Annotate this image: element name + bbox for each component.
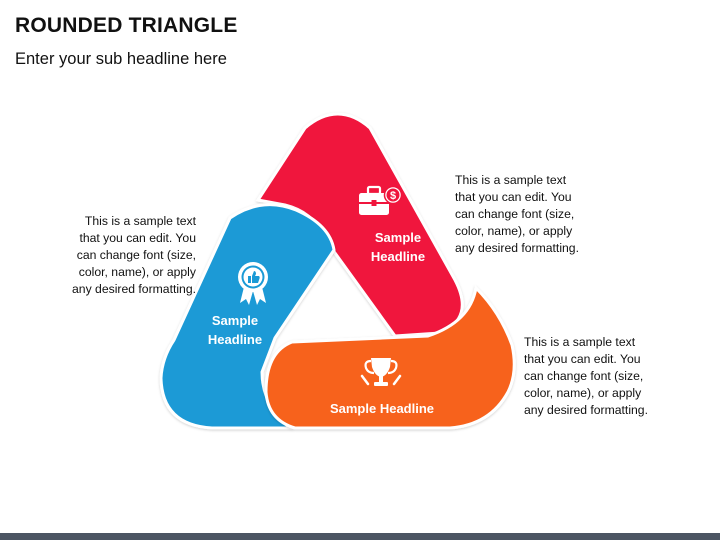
description-line: any desired formatting. bbox=[524, 403, 648, 417]
description-line: This is a sample text bbox=[455, 173, 567, 187]
page-title: ROUNDED TRIANGLE bbox=[15, 14, 238, 37]
description-line: can change font (size, bbox=[76, 248, 196, 262]
description-line: that you can edit. You bbox=[455, 190, 572, 204]
description-line: This is a sample text bbox=[524, 335, 636, 349]
blue-segment-label-line2: Headline bbox=[208, 332, 262, 347]
description-line: any desired formatting. bbox=[455, 241, 579, 255]
trophy-icon bbox=[360, 358, 402, 386]
description-top-right: This is a sample text that you can edit.… bbox=[455, 172, 579, 257]
description-line: color, name), or apply bbox=[455, 224, 573, 238]
red-segment-label-line1: Sample bbox=[375, 230, 421, 245]
page-subtitle: Enter your sub headline here bbox=[15, 50, 227, 68]
description-line: that you can edit. You bbox=[79, 231, 196, 245]
description-line: can change font (size, bbox=[524, 369, 644, 383]
description-line: color, name), or apply bbox=[524, 386, 642, 400]
award-thumbs-up-icon bbox=[238, 262, 268, 305]
footer-bar bbox=[0, 533, 720, 540]
description-line: can change font (size, bbox=[455, 207, 575, 221]
description-line: that you can edit. You bbox=[524, 352, 641, 366]
description-line: This is a sample text bbox=[84, 214, 196, 228]
orange-segment-label: Sample Headline bbox=[330, 401, 434, 416]
description-bottom-right: This is a sample text that you can edit.… bbox=[524, 334, 648, 419]
description-left: This is a sample text that you can edit.… bbox=[50, 213, 196, 298]
description-line: color, name), or apply bbox=[78, 265, 196, 279]
description-line: any desired formatting. bbox=[72, 282, 196, 296]
svg-text:$: $ bbox=[390, 190, 396, 202]
red-segment-label-line2: Headline bbox=[371, 249, 425, 264]
blue-segment-label-line1: Sample bbox=[212, 313, 258, 328]
briefcase-dollar-icon: $ bbox=[359, 185, 403, 215]
